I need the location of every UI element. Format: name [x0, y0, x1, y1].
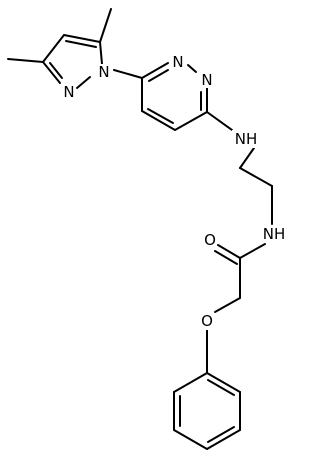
atom-pyridazine-n1: N: [171, 53, 185, 71]
bond-ph-1-2-inner: [207, 379, 235, 396]
bond-ch2a-ch2b: [239, 167, 273, 187]
bond-c3-c4: [174, 111, 208, 131]
bond-c3-n2: [42, 61, 61, 84]
svg-text:O: O: [204, 231, 216, 249]
atom-carbonyl-o: O: [203, 231, 217, 249]
bond-ch2-o: [214, 297, 241, 313]
bond-c-o-double-a: [217, 244, 241, 259]
bond-c5-c4: [63, 34, 101, 43]
molecule-diagram: N N N N NH NH O O: [7, 8, 288, 450]
atom-amine-nh: NH: [232, 130, 260, 148]
bond-ph-6-1: [173, 372, 208, 393]
svg-text:NH: NH: [263, 225, 286, 243]
bonds: [7, 8, 273, 450]
svg-text:NH: NH: [235, 130, 258, 148]
bond-c3-nh: [206, 111, 233, 131]
bond-c6-n1: [141, 62, 169, 79]
bond-c4-c5: [141, 110, 176, 131]
bond-ph-3-4: [206, 429, 241, 450]
svg-text:O: O: [201, 312, 213, 330]
atom-pyridazine-n2: N: [200, 71, 214, 89]
bond-amide-nh-c: [239, 243, 266, 259]
atom-labels: N N N N NH NH O O: [62, 53, 288, 330]
svg-text:N: N: [98, 63, 109, 81]
svg-text:N: N: [201, 71, 212, 89]
bond-ph-1-2: [206, 372, 241, 393]
atom-ether-o: O: [200, 312, 214, 330]
bond-nh-ch2a: [239, 147, 255, 169]
bond-c5-c4-inner: [65, 40, 97, 48]
bond-methyl-c3: [7, 58, 44, 63]
bond-c6-n1-inner: [148, 69, 169, 82]
atom-pyrazole-n2: N: [62, 83, 76, 101]
bond-c3-n2-inner: [49, 62, 63, 79]
atom-amide-nh: NH: [260, 225, 288, 243]
atom-pyrazole-n1: N: [97, 63, 111, 81]
bond-n2-n1: [76, 76, 91, 89]
svg-text:N: N: [172, 53, 183, 71]
bond-n1-c5: [99, 41, 103, 65]
bond-methyl-c5: [99, 8, 112, 43]
svg-text:N: N: [63, 83, 74, 101]
bond-pyrazole-pyridazine: [113, 69, 143, 79]
bond-c-o-double-b: [214, 250, 238, 265]
bond-c4-c5-inner: [147, 108, 174, 124]
bond-c4-c3: [42, 34, 65, 63]
bond-ph-4-5: [173, 429, 208, 450]
bond-ph-3-4-inner: [207, 426, 235, 443]
bond-n1-n2: [187, 64, 197, 73]
